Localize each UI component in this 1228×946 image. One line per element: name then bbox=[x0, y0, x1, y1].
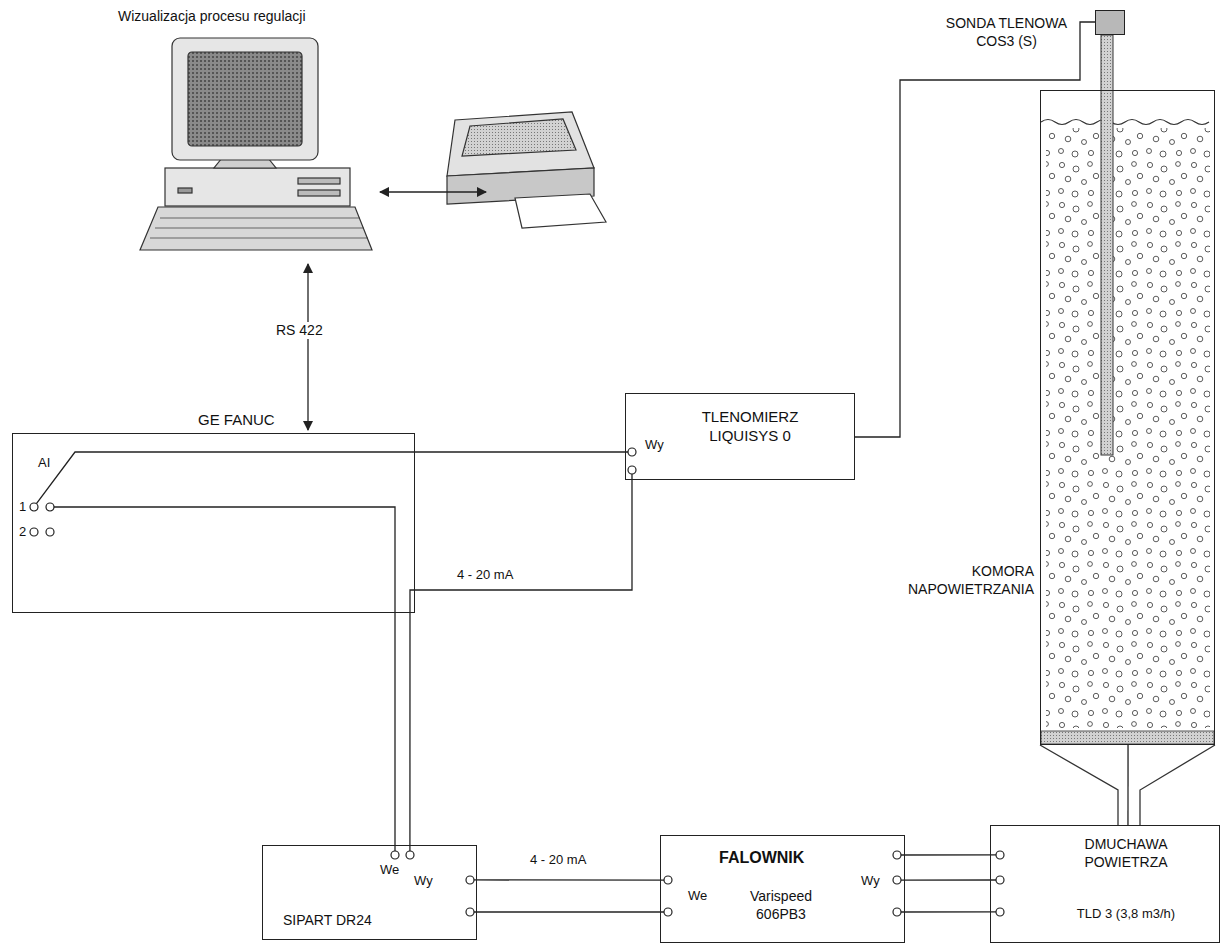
computer bbox=[140, 38, 372, 250]
terminal bbox=[893, 876, 901, 884]
terminal bbox=[664, 908, 672, 916]
channel-number: 2 bbox=[19, 524, 26, 540]
node-title: SONDA TLENOWA COS3 (S) bbox=[939, 15, 1074, 50]
signal-wire bbox=[470, 911, 668, 912]
terminal-name: Wy bbox=[861, 873, 880, 889]
terminal bbox=[628, 448, 636, 456]
probe-rod bbox=[1101, 35, 1113, 455]
node-subtitle: TLD 3 (3,8 m3/h) bbox=[1061, 906, 1191, 922]
terminal bbox=[466, 908, 474, 916]
oxygen-probe: SONDA TLENOWA COS3 (S) bbox=[1095, 10, 1125, 35]
printer bbox=[447, 112, 606, 228]
input-name: AI bbox=[38, 455, 50, 471]
plc-box: GE FANUC bbox=[12, 433, 415, 613]
blower-box: DMUCHAWA POWIETRZA TLD 3 (3,8 m3/h) bbox=[990, 825, 1220, 943]
signal-wire bbox=[897, 911, 1000, 912]
terminal bbox=[391, 851, 399, 859]
terminal bbox=[664, 876, 672, 884]
terminal bbox=[893, 851, 901, 859]
signal-wire bbox=[897, 879, 1000, 880]
water-surface bbox=[1041, 120, 1209, 125]
terminal bbox=[46, 528, 54, 536]
signal-wire bbox=[34, 452, 632, 507]
terminal bbox=[466, 876, 474, 884]
terminal bbox=[30, 528, 38, 536]
signal-wire bbox=[470, 879, 668, 880]
bubbles bbox=[1046, 128, 1210, 728]
diagram-title: Wizualizacja procesu regulacji bbox=[118, 8, 306, 25]
node-title: FALOWNIK bbox=[719, 848, 804, 868]
node-title: GE FANUC bbox=[198, 411, 275, 430]
signal-label: 4 - 20 mA bbox=[528, 852, 588, 868]
signal-wire bbox=[410, 470, 632, 855]
oxygen-meter-box: TLENOMIERZ LIQUISYS 0 bbox=[625, 393, 855, 480]
chamber-funnel bbox=[1040, 745, 1215, 826]
bus-name: RS 422 bbox=[274, 322, 325, 339]
controller-box: SIPART DR24 bbox=[262, 845, 477, 940]
node-subtitle: Varispeed 606PB3 bbox=[731, 888, 831, 923]
signal-wire bbox=[50, 507, 395, 855]
rs422-link bbox=[307, 264, 308, 430]
terminal bbox=[996, 908, 1004, 916]
terminal-name: We bbox=[688, 888, 707, 904]
signal-wire bbox=[855, 22, 1095, 437]
terminal-name: Wy bbox=[645, 437, 664, 453]
node-title: DMUCHAWA POWIETRZA bbox=[1061, 836, 1191, 871]
terminal bbox=[406, 851, 414, 859]
terminal bbox=[996, 851, 1004, 859]
signal-label: 4 - 20 mA bbox=[455, 567, 515, 583]
terminal bbox=[996, 876, 1004, 884]
terminal bbox=[30, 503, 38, 511]
printer-link bbox=[380, 191, 486, 192]
air-pipe bbox=[1127, 745, 1128, 825]
diffuser bbox=[1041, 731, 1214, 744]
node-title: KOMORA NAPOWIETRZANIA bbox=[876, 563, 1034, 598]
node-title: SIPART DR24 bbox=[283, 912, 372, 930]
terminal-name: We bbox=[380, 862, 399, 878]
channel-number: 1 bbox=[19, 499, 26, 515]
node-title: TLENOMIERZ LIQUISYS 0 bbox=[688, 408, 812, 446]
terminal-name: Wy bbox=[414, 873, 433, 889]
aeration-chamber: KOMORA NAPOWIETRZANIA bbox=[1040, 90, 1215, 745]
terminal bbox=[628, 466, 636, 474]
terminal bbox=[893, 908, 901, 916]
terminal bbox=[46, 503, 54, 511]
signal-wire bbox=[897, 854, 1000, 855]
